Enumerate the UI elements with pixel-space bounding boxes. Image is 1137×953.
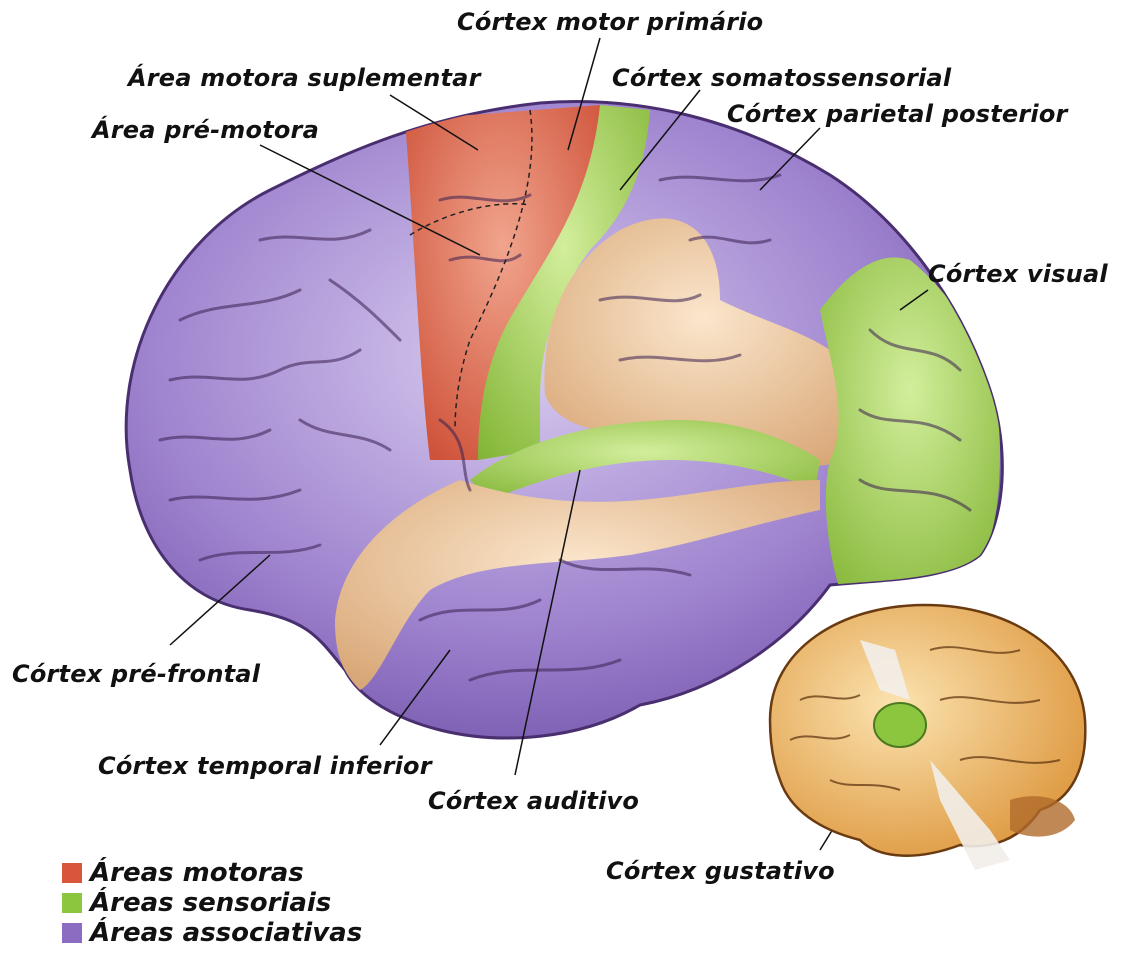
visual-region xyxy=(820,257,1000,590)
label-somatosensory-cortex: Córtex somatossensorial xyxy=(612,66,951,90)
label-supplementary-motor-area: Área motora suplementar xyxy=(128,66,481,90)
label-visual-cortex: Córtex visual xyxy=(928,262,1108,286)
legend-swatch-motor xyxy=(62,863,82,883)
label-primary-motor-cortex: Córtex motor primário xyxy=(457,10,763,34)
label-prefrontal-cortex: Córtex pré-frontal xyxy=(12,662,260,686)
legend-label-sensory: Áreas sensoriais xyxy=(90,888,331,918)
gustatory-region xyxy=(874,703,926,747)
legend-swatch-association xyxy=(62,923,82,943)
legend-item-motor: Áreas motoras xyxy=(62,858,362,888)
label-premotor-area: Área pré-motora xyxy=(92,118,319,142)
label-gustatory-cortex: Córtex gustativo xyxy=(606,859,835,883)
legend-label-motor: Áreas motoras xyxy=(90,858,304,888)
legend-swatch-sensory xyxy=(62,893,82,913)
orbital-green-patch xyxy=(205,618,255,635)
legend-item-sensory: Áreas sensoriais xyxy=(62,888,362,918)
inset-brain xyxy=(770,605,1085,870)
legend-label-association: Áreas associativas xyxy=(90,918,362,948)
label-inferior-temporal-cortex: Córtex temporal inferior xyxy=(98,754,432,778)
label-auditory-cortex: Córtex auditivo xyxy=(428,789,639,813)
label-posterior-parietal-cortex: Córtex parietal posterior xyxy=(727,102,1068,126)
legend-item-association: Áreas associativas xyxy=(62,918,362,948)
legend: Áreas motoras Áreas sensoriais Áreas ass… xyxy=(62,858,362,948)
